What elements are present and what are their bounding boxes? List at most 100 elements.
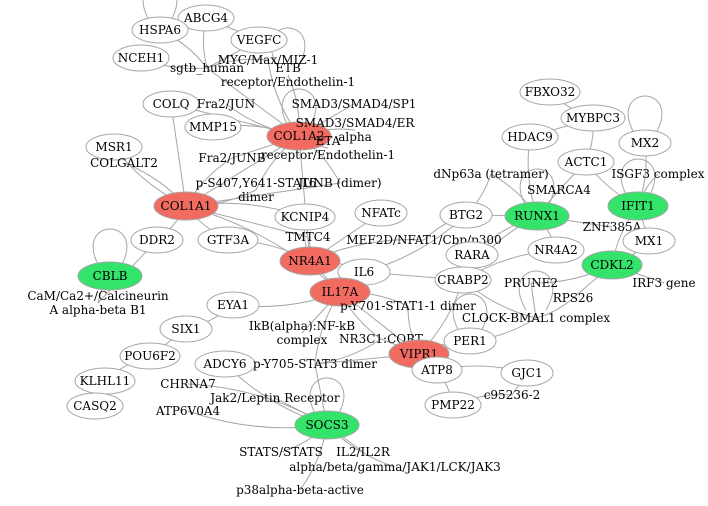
node-jak1[interactable]: alpha/beta/gamma/JAK1/LCK/JAK3 bbox=[289, 460, 501, 474]
node-shape-il17a bbox=[309, 277, 371, 307]
node-myc[interactable]: MYC/Max/MIZ-1 bbox=[218, 53, 319, 67]
node-shape-gtf3a bbox=[197, 226, 259, 254]
node-adcy6[interactable]: ADCY6 bbox=[194, 350, 256, 378]
node-eya1[interactable]: EYA1 bbox=[206, 291, 260, 319]
node-kcnip4[interactable]: KCNIP4 bbox=[274, 203, 336, 231]
node-cblb[interactable]: CBLB bbox=[77, 261, 143, 291]
node-actc1[interactable]: ACTC1 bbox=[557, 148, 615, 176]
node-sgtb[interactable]: sgtb_human bbox=[170, 61, 244, 75]
node-znf385a[interactable]: ZNF385A bbox=[583, 220, 642, 234]
node-il17a[interactable]: IL17A bbox=[309, 277, 371, 307]
node-label-nfatc: NFATc bbox=[361, 206, 401, 220]
node-junb[interactable]: JUNB (dimer) bbox=[296, 176, 381, 190]
node-shape-mmp15 bbox=[184, 113, 242, 141]
node-shape-ddr2 bbox=[130, 226, 184, 254]
node-label-gjc1: GJC1 bbox=[511, 366, 542, 380]
node-tmtc4[interactable]: TMTC4 bbox=[285, 230, 330, 244]
node-shape-nceh1 bbox=[112, 44, 170, 72]
node-col1a2[interactable]: COL1A2 bbox=[266, 121, 332, 151]
node-nr4a1[interactable]: NR4A1 bbox=[279, 246, 341, 276]
node-mybpc3[interactable]: MYBPC3 bbox=[560, 104, 626, 132]
node-label-actc1: ACTC1 bbox=[564, 155, 608, 169]
node-shape-cdkl2 bbox=[581, 250, 643, 280]
node-shape-actc1 bbox=[557, 148, 615, 176]
node-shape-cblb bbox=[77, 261, 143, 291]
node-clock[interactable]: CLOCK-BMAL1 complex bbox=[462, 311, 610, 325]
node-c95236[interactable]: c95236-2 bbox=[484, 388, 541, 402]
node-ddr2[interactable]: DDR2 bbox=[130, 226, 184, 254]
node-fbxo32[interactable]: FBXO32 bbox=[519, 78, 581, 106]
node-six1[interactable]: SIX1 bbox=[159, 315, 213, 343]
node-casq2[interactable]: CASQ2 bbox=[66, 392, 124, 420]
node-shape-hspa6 bbox=[131, 16, 189, 44]
node-pmp22[interactable]: PMP22 bbox=[424, 391, 482, 419]
node-col1a1[interactable]: COL1A1 bbox=[153, 191, 219, 221]
node-stats[interactable]: STATS/STATS bbox=[239, 445, 323, 459]
node-il2[interactable]: IL2/IL2R bbox=[336, 445, 391, 459]
node-irf3[interactable]: IRF3 gene bbox=[632, 276, 695, 290]
node-label-eta-1: receptor/Endothelin-1 bbox=[261, 148, 395, 162]
node-mmp15[interactable]: MMP15 bbox=[184, 113, 242, 141]
node-smarca4[interactable]: SMARCA4 bbox=[527, 183, 591, 197]
node-prune2[interactable]: PRUNE2 bbox=[504, 276, 558, 290]
node-isgf3[interactable]: ISGF3 complex bbox=[611, 167, 704, 181]
node-gtf3a[interactable]: GTF3A bbox=[197, 226, 259, 254]
node-colq[interactable]: COLQ bbox=[142, 90, 200, 118]
node-btg2[interactable]: BTG2 bbox=[439, 201, 493, 229]
node-stat1[interactable]: p-Y701-STAT1-1 dimer bbox=[340, 299, 476, 313]
node-gjc1[interactable]: GJC1 bbox=[500, 359, 554, 387]
node-shape-gjc1 bbox=[500, 359, 554, 387]
node-shape-ifit1 bbox=[607, 191, 669, 221]
node-atp8[interactable]: ATP8 bbox=[411, 356, 463, 384]
node-shape-per1 bbox=[443, 327, 497, 355]
node-cdkl2[interactable]: CDKL2 bbox=[581, 250, 643, 280]
node-nceh1[interactable]: NCEH1 bbox=[112, 44, 170, 72]
node-vegfc[interactable]: VEGFC bbox=[230, 26, 288, 54]
node-fra2jun[interactable]: Fra2/JUN bbox=[197, 97, 255, 111]
node-nr4a2[interactable]: NR4A2 bbox=[527, 236, 585, 264]
node-label-nr4a1: NR4A1 bbox=[288, 254, 331, 268]
node-crabp2[interactable]: CRABP2 bbox=[434, 266, 492, 294]
node-rps26[interactable]: RPS26 bbox=[553, 291, 594, 305]
node-mx1[interactable]: MX1 bbox=[622, 227, 676, 255]
node-jak2[interactable]: Jak2/Leptin Receptor bbox=[208, 391, 340, 405]
node-pou6f2[interactable]: POU6F2 bbox=[119, 342, 181, 370]
node-socs3[interactable]: SOCS3 bbox=[294, 410, 360, 440]
node-stat3[interactable]: p-Y705-STAT3 dimer bbox=[253, 357, 377, 371]
node-nfatc[interactable]: NFATc bbox=[354, 199, 408, 227]
node-hdac9[interactable]: HDAC9 bbox=[501, 123, 559, 151]
node-atp6v0a4[interactable]: ATP6V0A4 bbox=[155, 404, 221, 418]
node-chrna7[interactable]: CHRNA7 bbox=[160, 377, 215, 391]
edge-nr3c1-stat3 bbox=[314, 338, 382, 365]
node-rara[interactable]: RARA bbox=[445, 241, 499, 269]
node-shape-casq2 bbox=[66, 392, 124, 420]
node-abcg4[interactable]: ABCG4 bbox=[177, 4, 235, 32]
self-loop-runx1 bbox=[519, 168, 555, 209]
node-msr1[interactable]: MSR1 bbox=[85, 133, 143, 161]
node-label-fbxo32: FBXO32 bbox=[525, 85, 576, 99]
node-label-stats: STATS/STATS bbox=[239, 445, 323, 459]
node-runx1[interactable]: RUNX1 bbox=[504, 201, 570, 231]
node-shape-pou6f2 bbox=[119, 342, 181, 370]
node-smad_sp1[interactable]: SMAD3/SMAD4/SP1 bbox=[292, 97, 417, 111]
node-fra2junb[interactable]: Fra2/JUNB bbox=[198, 151, 265, 165]
node-ifit1[interactable]: IFIT1 bbox=[607, 191, 669, 221]
node-per1[interactable]: PER1 bbox=[443, 327, 497, 355]
node-label-dnp63a: dNp63a (tetramer) bbox=[433, 167, 548, 181]
node-label-il6: IL6 bbox=[354, 265, 374, 279]
node-hspa6[interactable]: HSPA6 bbox=[131, 16, 189, 44]
node-shape-fbxo32 bbox=[519, 78, 581, 106]
node-klhl11[interactable]: KLHL11 bbox=[74, 367, 136, 395]
node-colgalt2[interactable]: COLGALT2 bbox=[90, 156, 158, 170]
node-mx2[interactable]: MX2 bbox=[618, 129, 672, 157]
node-p38[interactable]: p38alpha-beta-active bbox=[236, 483, 364, 497]
node-label-mx2: MX2 bbox=[631, 136, 659, 150]
node-dnp63a[interactable]: dNp63a (tetramer) bbox=[433, 167, 548, 181]
